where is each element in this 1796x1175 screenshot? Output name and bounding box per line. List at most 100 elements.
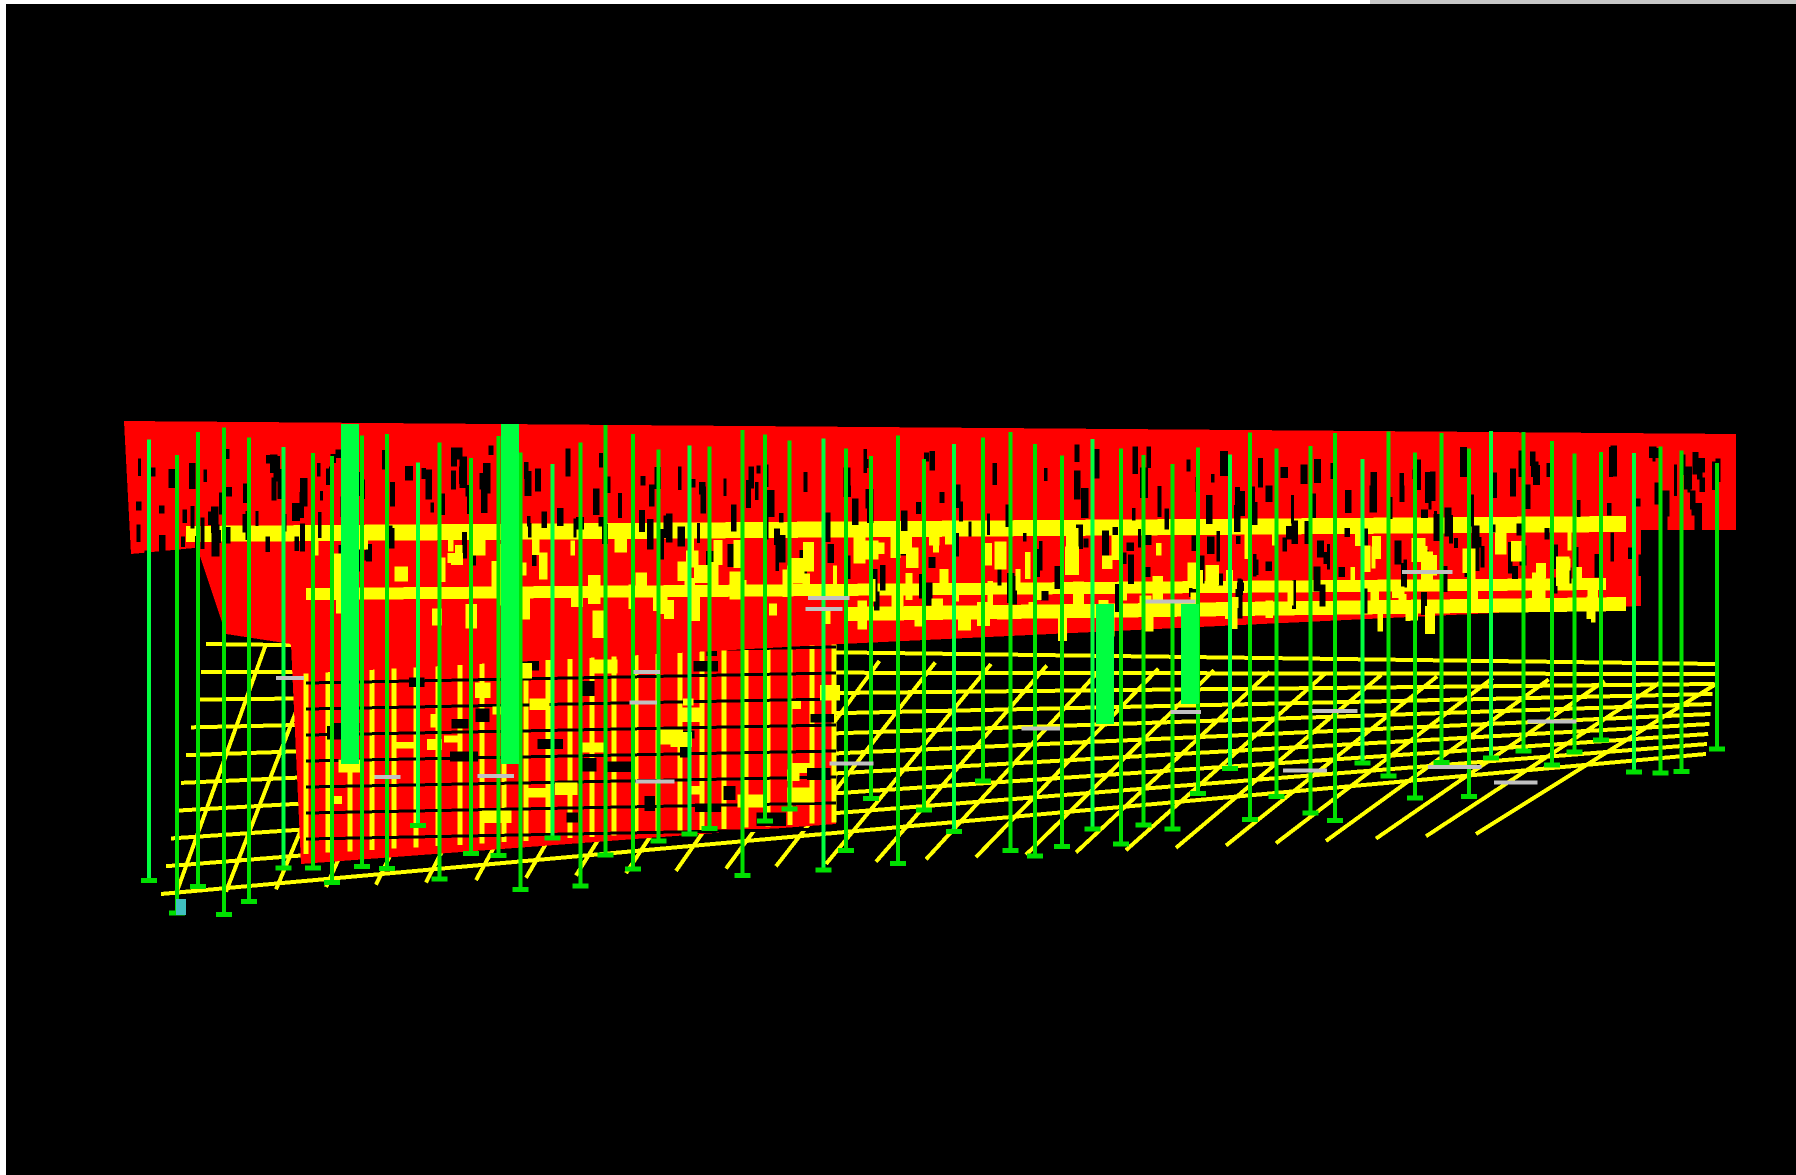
wall-cell (807, 768, 831, 780)
slab-opening (1164, 508, 1170, 530)
slab-opening (1041, 590, 1049, 601)
slab-opening (1236, 535, 1241, 544)
slab-hatch (1028, 601, 1035, 615)
slab-hatch (652, 594, 660, 612)
wall-cell (690, 785, 702, 795)
slab-hatch (822, 610, 831, 624)
slab-opening (200, 517, 205, 550)
slab-hatch (454, 544, 463, 561)
3d-model-viewport[interactable] (6, 4, 1796, 1175)
slab-opening (593, 488, 600, 516)
slab-opening (1673, 464, 1678, 497)
slab-opening (1054, 565, 1062, 589)
accent-marks (176, 569, 1577, 915)
slab-hatch (1228, 606, 1238, 630)
slab-hatch (833, 565, 838, 594)
slab-opening (1471, 525, 1480, 557)
slab-opening (270, 454, 278, 473)
slab-opening (1454, 537, 1459, 549)
slab-hatch (708, 562, 719, 589)
slab-opening (1132, 508, 1136, 521)
wall-opening-row (305, 671, 837, 685)
slab-opening (255, 511, 259, 526)
slab-opening (277, 489, 282, 500)
slab-hatch (1377, 607, 1384, 632)
slab-opening (1509, 468, 1517, 497)
wall-opening-row (305, 697, 837, 711)
slab-opening (483, 462, 491, 494)
slab-opening (1280, 467, 1289, 479)
slab-opening (598, 452, 603, 468)
slab-opening (1146, 446, 1151, 468)
slab-hatch (614, 534, 627, 553)
slab-opening (1525, 484, 1531, 510)
slab-hatch (1111, 534, 1121, 561)
slab-hatch (782, 569, 789, 598)
slab-hatch (1587, 583, 1598, 609)
slab-hatch (931, 598, 944, 620)
upper-slab-band (124, 421, 1736, 674)
slab-opening (1449, 515, 1453, 544)
slab-opening (211, 506, 219, 534)
slab-hatch (713, 539, 723, 565)
slab-hatch (1272, 528, 1277, 546)
wall-cell (580, 680, 595, 697)
slab-opening (440, 493, 446, 516)
slab-opening (294, 536, 299, 552)
wall-opening-row (305, 749, 837, 763)
slab-opening (822, 512, 831, 543)
slab-opening (1074, 470, 1081, 500)
slab-hatch (890, 530, 901, 559)
slab-opening (1627, 547, 1633, 560)
wall-cell (474, 682, 491, 698)
slab-opening (188, 462, 196, 490)
floor-beam-cross (174, 643, 268, 895)
slab-opening (1128, 554, 1134, 584)
slab-opening (211, 524, 220, 557)
slab-opening (1249, 502, 1258, 525)
slab-opening (1319, 584, 1326, 607)
slab-opening (1399, 473, 1405, 496)
slab-hatch (660, 591, 668, 615)
slab-opening (1080, 488, 1089, 518)
slab-hatch (664, 600, 675, 619)
slab-opening (827, 544, 834, 563)
slab-opening (1421, 509, 1428, 519)
slab-hatch (471, 531, 486, 556)
slab-hatch (1567, 532, 1572, 551)
slab-hatch (1355, 530, 1362, 547)
slab-hatch (333, 553, 344, 581)
wall-cell (578, 742, 608, 753)
slab-hatch (1118, 584, 1128, 601)
slab-opening (1093, 449, 1100, 479)
slab-opening (1186, 459, 1191, 472)
slab-opening (565, 448, 571, 477)
slab-opening (1258, 458, 1263, 488)
slab-opening (1530, 451, 1536, 467)
slab-opening (1473, 546, 1480, 571)
slab-opening (1610, 532, 1614, 562)
slab-opening (217, 530, 222, 543)
slab-hatch (1556, 556, 1570, 587)
slab-hatch (570, 540, 575, 556)
wall-opening-row (305, 723, 837, 737)
slab-opening (690, 478, 696, 488)
wall-cell (788, 762, 814, 774)
structural-model-3d-icon[interactable] (6, 4, 1796, 1175)
slab-opening (1035, 548, 1040, 577)
slab-hatch (872, 542, 885, 554)
slab-opening (224, 526, 231, 544)
slab-opening (364, 550, 372, 561)
wall-cell (443, 735, 463, 743)
slab-opening (1199, 555, 1205, 584)
slab-opening (1235, 486, 1240, 512)
slab-opening (1433, 510, 1438, 523)
wall-cell (554, 782, 578, 795)
slab-opening (224, 487, 232, 497)
slab-opening (277, 468, 284, 492)
slab-hatch (1371, 546, 1376, 569)
slab-opening (1126, 542, 1135, 552)
wall-cell (430, 713, 442, 728)
slab-opening (1250, 486, 1255, 506)
